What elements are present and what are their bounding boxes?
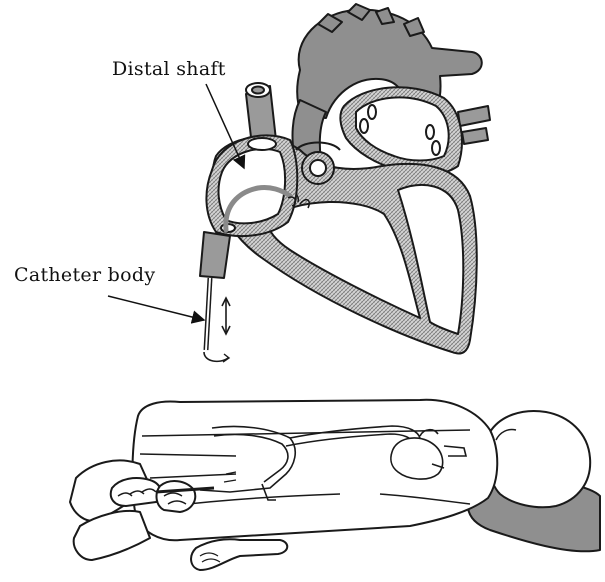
left-atrium bbox=[340, 87, 462, 175]
patient-body bbox=[132, 400, 497, 540]
patient-head bbox=[487, 411, 590, 507]
operator-fist-right bbox=[157, 481, 196, 512]
distal-shaft-label: Distal shaft bbox=[112, 58, 226, 80]
heart bbox=[200, 4, 490, 354]
patient-figure bbox=[132, 400, 600, 570]
advance-withdraw-arrow-icon bbox=[222, 298, 230, 334]
inferior-vena-cava bbox=[200, 232, 230, 278]
catheter-body-label: Catheter body bbox=[14, 264, 155, 286]
catheter-body-leader-line bbox=[108, 296, 204, 320]
patient-hand bbox=[191, 539, 287, 570]
